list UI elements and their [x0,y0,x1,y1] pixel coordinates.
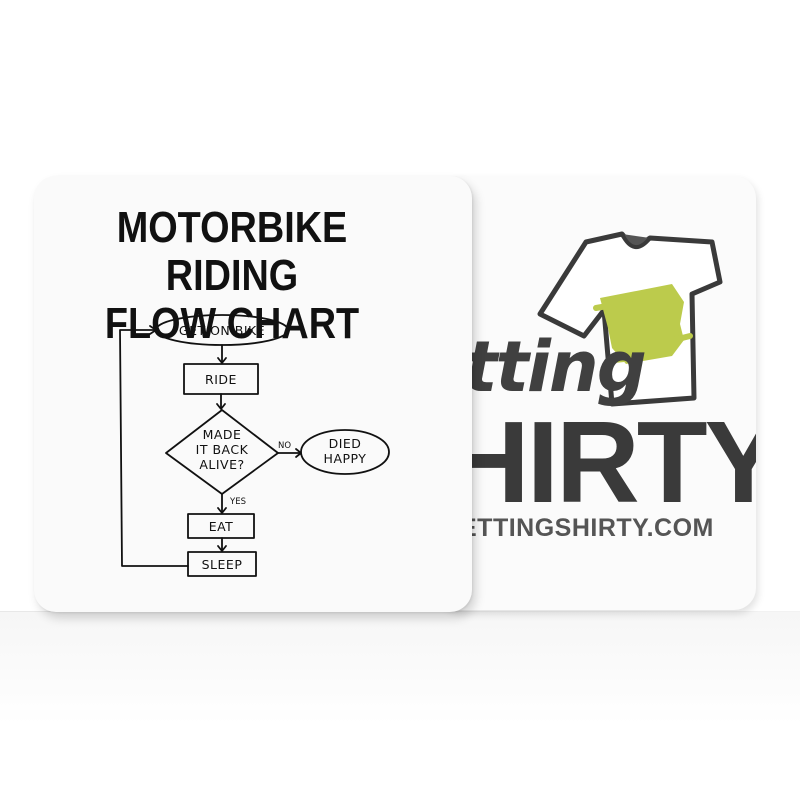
logo-url-text: ETTINGSHIRTY.COM [460,514,714,542]
title-line-1: MOTORBIKE RIDING [116,203,348,300]
sleep-label: SLEEP [202,557,243,572]
title-line-2: FLOW CHART [104,299,360,348]
logo-script-text: tting [464,326,647,408]
page-title: MOTORBIKE RIDING FLOW CHART [62,204,403,348]
back-coaster: tting HIRTY ETTINGSHIRTY.COM [438,176,756,610]
eat-node [187,513,255,539]
flowchart: GET ON BIKE RIDE MADE IT BACK ALIVE? NO … [119,314,390,577]
loop-arrow [119,329,189,567]
surface [0,612,800,800]
end-label-2: HAPPY [324,451,367,466]
end-label-1: DIED [329,436,362,451]
decision-label-3: ALIVE? [199,457,244,472]
yes-label: YES [229,497,246,507]
end-node [300,429,390,475]
no-label: NO [278,441,291,451]
tshirt-icon [537,231,723,407]
front-coaster: MOTORBIKE RIDING FLOW CHART [34,176,472,612]
decision-label-2: IT BACK [196,442,249,457]
sleep-node [187,551,257,577]
eat-label: EAT [209,519,234,534]
start-label: GET ON BIKE [179,323,265,338]
decision-label-1: MADE [203,427,242,442]
logo-block-text: HIRTY [446,397,756,527]
ride-label: RIDE [205,372,237,387]
